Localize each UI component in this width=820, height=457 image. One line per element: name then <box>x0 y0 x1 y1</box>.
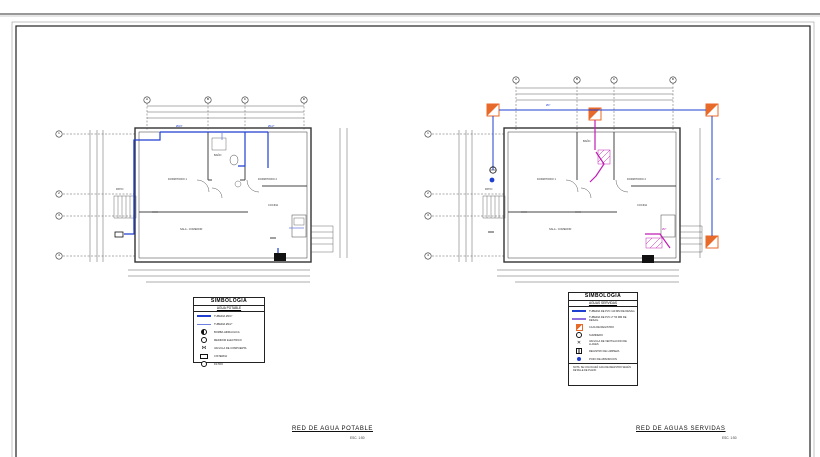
filter-icon <box>201 361 207 367</box>
legend-agua-potable: SIMBOLOGIA AGUA POTABLE TUBERIA Ø3/4" TU… <box>193 297 265 367</box>
legend-label: MEDIDOR ELECTRICO <box>214 338 242 342</box>
right-sheet-title: RED DE AGUAS SERVIDAS <box>636 426 726 432</box>
svg-text:DORMITORIO 1: DORMITORIO 1 <box>537 177 557 181</box>
line-icon <box>197 323 211 325</box>
right-axis-3: 3 <box>427 213 429 217</box>
legend-row: TUBERIA Ø3/4" <box>194 312 264 320</box>
legend-label: CISTERNA <box>214 354 228 358</box>
legend-label: VALVULA DE VENTILACION DE LLAVES <box>589 340 627 346</box>
svg-text:COCINA: COCINA <box>637 203 647 207</box>
svg-text:PATIO: PATIO <box>116 187 123 191</box>
legend-label: TUBERIA Ø1/2" <box>214 322 233 326</box>
svg-text:PATIO: PATIO <box>485 187 492 191</box>
registry-box-icon <box>575 323 583 331</box>
line-icon <box>572 318 586 320</box>
legend-label: FILTRO <box>214 362 224 366</box>
svg-text:Ø1/2": Ø1/2" <box>268 124 275 128</box>
left-axis-3: 3 <box>58 213 60 217</box>
svg-text:SALA - COMEDOR: SALA - COMEDOR <box>180 227 202 231</box>
legend-label: SUMIDERO <box>589 333 603 337</box>
drain-icon <box>576 332 582 338</box>
air-valve-icon: ✕ <box>576 339 582 346</box>
legend-label: CAJA DE REGISTRO <box>589 325 615 329</box>
left-floor-plan: DORMITORIO 1 DORMITORIO 2 SALA - COMEDOR… <box>55 96 348 283</box>
legend-label: POZO DE ABSORCION <box>589 357 617 361</box>
legend-row: CISTERNA <box>194 352 264 360</box>
pump-icon <box>201 329 207 335</box>
svg-text:BAÑO: BAÑO <box>214 152 221 157</box>
registry-icon <box>576 348 582 354</box>
right-axis-c: C <box>612 77 616 81</box>
left-axis-4: 4 <box>58 253 60 257</box>
svg-text:DORMITORIO 2: DORMITORIO 2 <box>258 177 278 181</box>
svg-text:COCINA: COCINA <box>268 203 278 207</box>
registry-box-icon <box>486 103 719 249</box>
legend-label: BOMBA HIDRAULICA <box>214 330 240 334</box>
legend-row: REGISTRO DE LIMPIEZA <box>569 347 637 355</box>
legend-row: TUBERIA DE PVC 110 MM DE DESAG. <box>569 307 637 315</box>
right-sheet-scale: ESC. 1:50 <box>722 436 737 440</box>
left-axis-2: 2 <box>58 191 60 195</box>
left-axis-1: 1 <box>58 131 60 135</box>
legend-subtitle: AGUA POTABLE <box>194 306 264 312</box>
legend-row: TUBERIA Ø1/2" <box>194 320 264 328</box>
svg-text:Ø4": Ø4" <box>716 177 720 181</box>
legend-row: TUBERIA DE PVC 2" 50 MM DE DESAG. <box>569 315 637 323</box>
legend-note: NOTA: SE COLOCARÁ CAJA DE REGISTRO SEGÚN… <box>569 363 637 374</box>
circle-fill-icon <box>577 357 581 361</box>
line-icon <box>572 310 586 312</box>
svg-text:Ø2": Ø2" <box>662 227 666 231</box>
legend-title: SIMBOLOGIA <box>569 293 637 301</box>
legend-aguas-servidas: SIMBOLOGIA AGUAS SERVIDAS TUBERIA DE PVC… <box>568 292 638 386</box>
meter-icon <box>201 337 207 343</box>
legend-subtitle: AGUAS SERVIDAS <box>569 301 637 307</box>
legend-label: TUBERIA Ø3/4" <box>214 314 233 318</box>
right-axis-b: B <box>575 77 578 81</box>
right-axis-4: 4 <box>427 253 429 257</box>
right-floor-plan: DORMITORIO 1 DORMITORIO 2 SALA - COMEDOR… <box>424 76 720 283</box>
right-axis-1: 1 <box>427 131 429 135</box>
valve-icon: ⋈ <box>201 344 207 351</box>
legend-row: POZO DE ABSORCION <box>569 355 637 363</box>
legend-label: REGISTRO DE LIMPIEZA <box>589 349 620 353</box>
left-axis-b: B <box>206 97 209 101</box>
svg-text:SALA - COMEDOR: SALA - COMEDOR <box>549 227 571 231</box>
svg-text:Ø4": Ø4" <box>546 103 550 107</box>
legend-row: ✕ VALVULA DE VENTILACION DE LLAVES <box>569 339 637 347</box>
left-axis-c: C <box>243 97 247 101</box>
right-axis-2: 2 <box>427 191 429 195</box>
left-sheet-scale: ESC. 1:50 <box>350 436 365 440</box>
legend-row: FILTRO <box>194 360 264 368</box>
legend-row: SUMIDERO <box>569 331 637 339</box>
svg-text:DORMITORIO 2: DORMITORIO 2 <box>627 177 647 181</box>
legend-label: TUBERIA DE PVC 110 MM DE DESAG. <box>589 309 636 313</box>
left-axis-d: D <box>302 97 306 101</box>
left-sheet-title: RED DE AGUA POTABLE <box>292 426 373 432</box>
legend-row: CAJA DE REGISTRO <box>569 323 637 331</box>
svg-text:DORMITORIO 1: DORMITORIO 1 <box>168 177 188 181</box>
line-icon <box>197 315 211 317</box>
svg-text:BAÑO: BAÑO <box>583 138 590 143</box>
right-axis-d: D <box>671 77 675 81</box>
right-axis-a: A <box>514 77 517 81</box>
tank-icon <box>200 353 208 359</box>
legend-label: VALVULA DE COMPUERTA <box>214 346 247 350</box>
legend-row: MEDIDOR ELECTRICO <box>194 336 264 344</box>
legend-row: ⋈ VALVULA DE COMPUERTA <box>194 344 264 352</box>
legend-row: BOMBA HIDRAULICA <box>194 328 264 336</box>
left-axis-a: A <box>145 97 148 101</box>
svg-text:Ø3/4": Ø3/4" <box>176 124 183 128</box>
legend-label: TUBERIA DE PVC 2" 50 MM DE DESAG. <box>589 316 627 322</box>
legend-title: SIMBOLOGIA <box>194 298 264 306</box>
